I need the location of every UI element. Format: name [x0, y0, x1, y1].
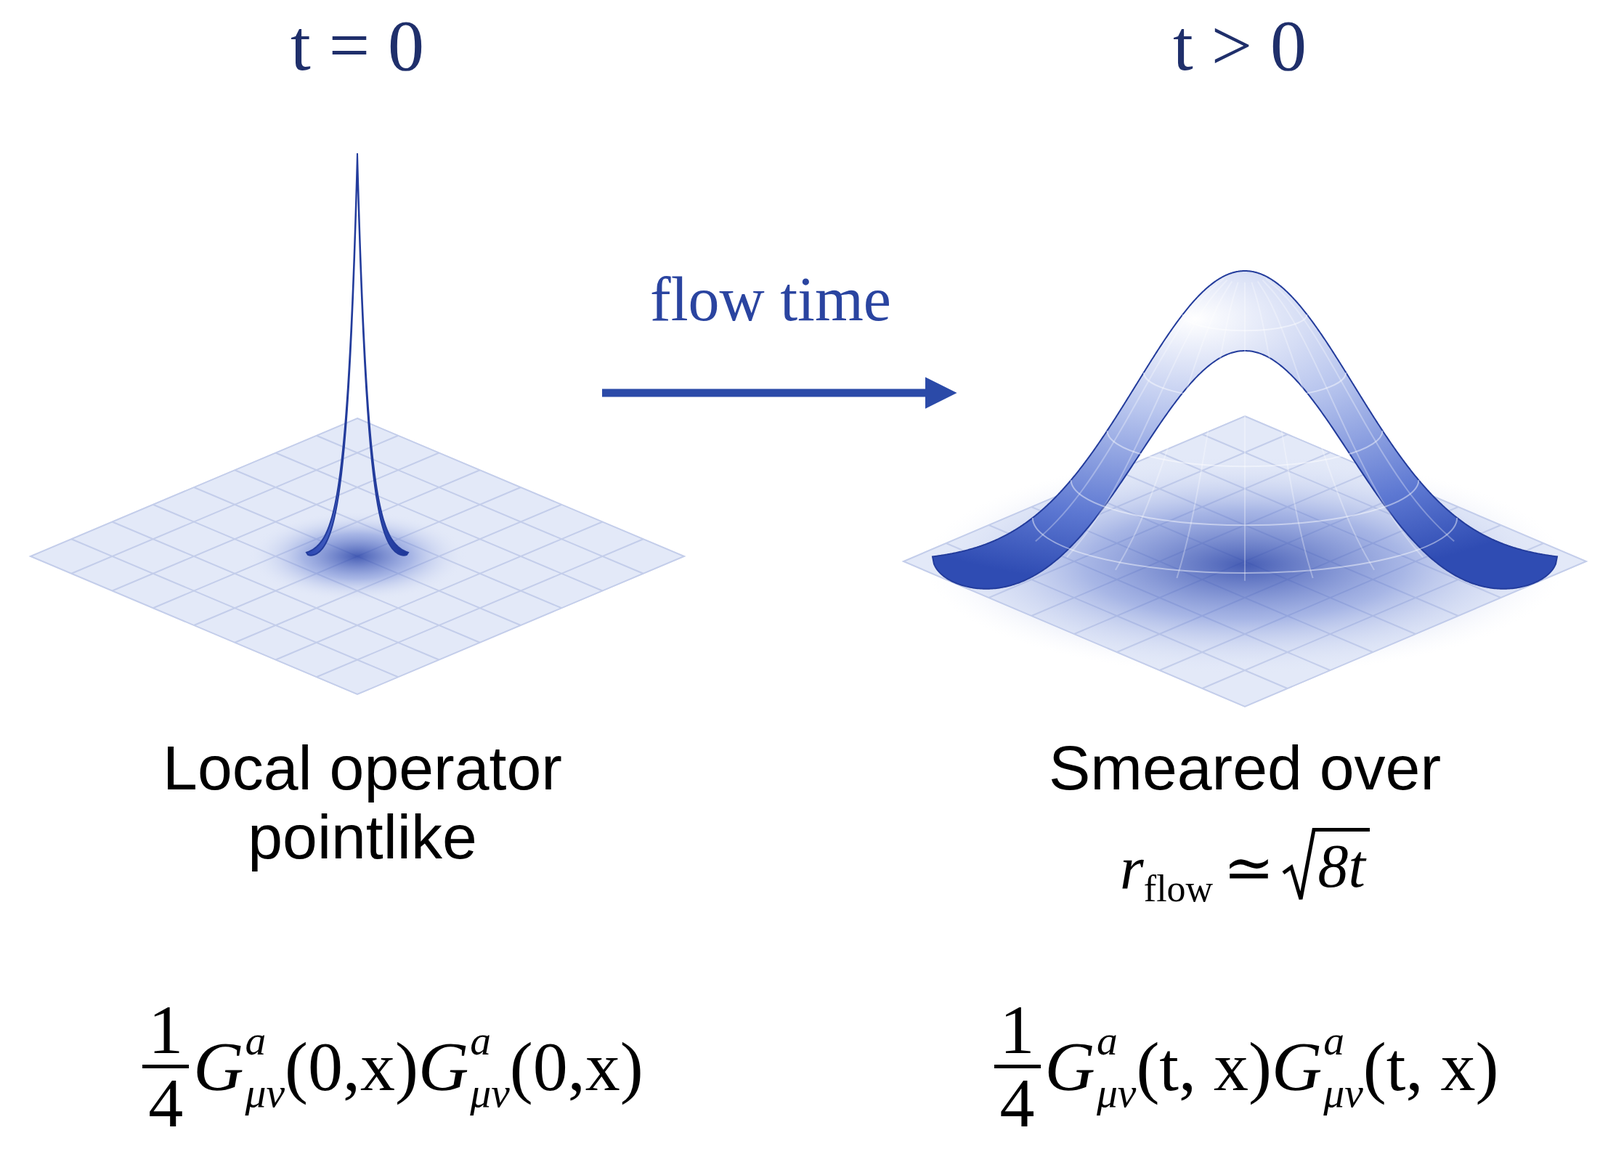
numerator: 1	[1000, 995, 1035, 1065]
grid-line	[153, 504, 481, 643]
mesh-line	[1066, 280, 1228, 558]
lorentz-indices: μν	[1096, 1071, 1136, 1115]
denominator: 4	[142, 1064, 189, 1139]
spike-surface	[306, 153, 409, 556]
subscript: flow	[1143, 867, 1213, 910]
mesh-line	[1115, 281, 1232, 570]
flow-time-zero: t = 0	[290, 5, 425, 86]
approx-sign: ≃	[1223, 835, 1274, 903]
gaussian-surface	[932, 270, 1558, 590]
lorentz-indices: μν	[469, 1071, 510, 1115]
indices: a μν	[469, 1019, 510, 1115]
base-shadow	[248, 511, 467, 602]
indices: a μν	[1096, 1019, 1136, 1115]
denominator: 4	[994, 1064, 1041, 1139]
lorentz-indices: μν	[1323, 1071, 1363, 1115]
grid-plane	[30, 418, 685, 695]
field-strength: G	[1045, 1028, 1096, 1106]
argument: (0,x)	[284, 1028, 419, 1106]
pointlike-plot	[30, 153, 685, 695]
arrow-label: flow time	[650, 265, 892, 335]
caption: Local operator pointlike	[79, 733, 646, 871]
operator-formula: 14Gaμν(0,x)Gaμν(0,x)	[142, 995, 644, 1139]
grid-line	[193, 487, 521, 626]
grid-line	[193, 487, 521, 626]
argument: (t, x)	[1363, 1028, 1500, 1106]
flow-arrow	[602, 389, 945, 398]
fraction: 14	[994, 995, 1041, 1139]
field-strength: G	[418, 1028, 469, 1106]
indices: a μν	[245, 1019, 285, 1115]
smeared-plot	[903, 270, 1587, 707]
mesh-line	[1035, 278, 1224, 542]
field-strength: G	[193, 1028, 244, 1106]
fraction: 14	[142, 995, 189, 1139]
radius-symbol: r	[1119, 835, 1144, 903]
mesh-line	[1244, 282, 1246, 582]
field-strength: G	[1271, 1028, 1322, 1106]
grid-line	[234, 504, 562, 643]
argument: (0,x)	[509, 1028, 644, 1106]
indices: a μν	[1323, 1019, 1363, 1115]
mesh-line	[1262, 280, 1423, 558]
flow-radius: rflow≃8t	[1119, 827, 1370, 903]
flowed-operator-formula: 14Gaμν(t, x)Gaμν(t, x)	[994, 995, 1500, 1139]
mesh-line	[1257, 281, 1375, 570]
numerator: 1	[148, 995, 184, 1065]
lorentz-indices: μν	[245, 1071, 285, 1115]
radical-sign	[1281, 827, 1316, 903]
flow-time-positive: t > 0	[1172, 5, 1307, 86]
radical-stroke	[1283, 830, 1316, 900]
mesh-line	[1176, 281, 1238, 578]
argument: (t, x)	[1135, 1028, 1272, 1106]
color-index: a	[1096, 1019, 1136, 1062]
radicand: 8t	[1315, 827, 1370, 899]
caption: Smeared over	[1048, 733, 1441, 803]
color-index: a	[469, 1019, 510, 1062]
square-root: 8t	[1281, 827, 1370, 903]
mesh-line	[1251, 281, 1313, 578]
color-index: a	[1323, 1019, 1363, 1062]
color-index: a	[245, 1019, 285, 1062]
